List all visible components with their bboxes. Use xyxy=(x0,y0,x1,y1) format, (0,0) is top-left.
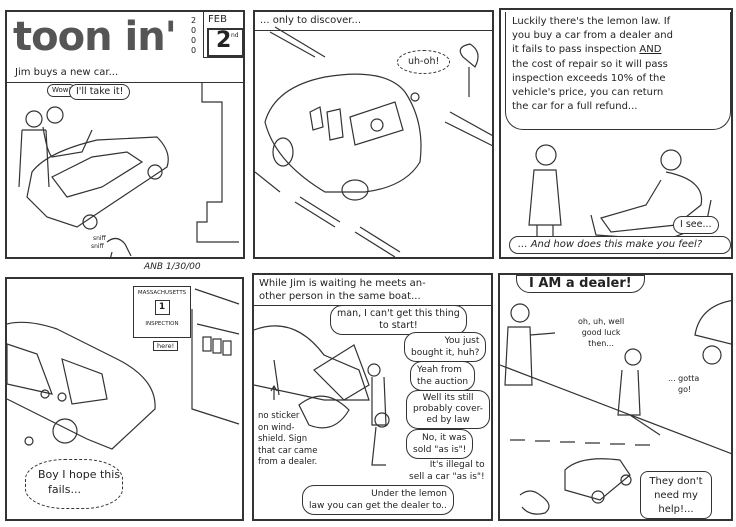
date-day: 2 xyxy=(216,28,232,53)
signature: ANB 1/30/00 xyxy=(144,262,201,272)
inspection-sign: MASSACHUSETTS 1 INSPECTION xyxy=(133,286,191,338)
speech-lemon-law: Luckily there's the lemon law. If you bu… xyxy=(505,12,731,130)
emphasis-and: AND xyxy=(639,44,662,56)
panel-1: toon in' 2000 FEB 2 nd Jim buys a new ca… xyxy=(5,10,245,259)
broken-car-drawing xyxy=(254,325,390,466)
panel-1-caption: Jim buys a new car... xyxy=(15,67,119,78)
street-drawing xyxy=(500,300,731,515)
sign-number: 1 xyxy=(154,300,170,315)
thought-uh-oh: uh-oh! xyxy=(397,50,451,74)
panel-2-caption: ... only to discover... xyxy=(255,12,492,31)
sign-state: MASSACHUSETTS xyxy=(137,290,187,296)
panel-5: While Jim is waiting he meets an- other … xyxy=(252,273,493,521)
date-suffix: nd xyxy=(231,32,239,39)
car-driving-drawing xyxy=(255,26,492,257)
speech-wow: Wow! xyxy=(47,84,77,97)
title-header: toon in' 2000 FEB 2 nd Jim buys a new ca… xyxy=(7,12,243,83)
speech-take-it: I'll take it! xyxy=(69,84,131,100)
sign-inspection: INSPECTION xyxy=(145,321,179,327)
date-month: FEB xyxy=(208,14,227,25)
date-box: FEB 2 nd xyxy=(203,12,243,58)
shout-i-am-dealer: I AM a dealer! xyxy=(516,275,645,293)
panel-2: ... only to discover... uh-oh! xyxy=(253,10,494,259)
speech-how-feel: ... And how does this make you feel? xyxy=(509,236,731,254)
inspection-drawing xyxy=(7,288,240,450)
thought-hope-fails: Boy I hope this fails... xyxy=(25,459,123,509)
sfx-sniff-2: sniff xyxy=(91,243,104,250)
sfx-sniff-1: sniff xyxy=(93,235,106,242)
sign-here-tag: here! xyxy=(153,341,179,351)
day-box: 2 nd xyxy=(207,28,243,57)
reply-i-see: I see... xyxy=(673,216,719,234)
car-lot-drawing xyxy=(18,82,239,257)
strip-title: toon in' xyxy=(13,14,177,60)
panel-3: Luckily there's the lemon law. If you bu… xyxy=(499,8,733,259)
strip-year: 2000 xyxy=(191,16,197,55)
panel-4: MASSACHUSETTS 1 INSPECTION here! Boy I h… xyxy=(5,277,244,521)
